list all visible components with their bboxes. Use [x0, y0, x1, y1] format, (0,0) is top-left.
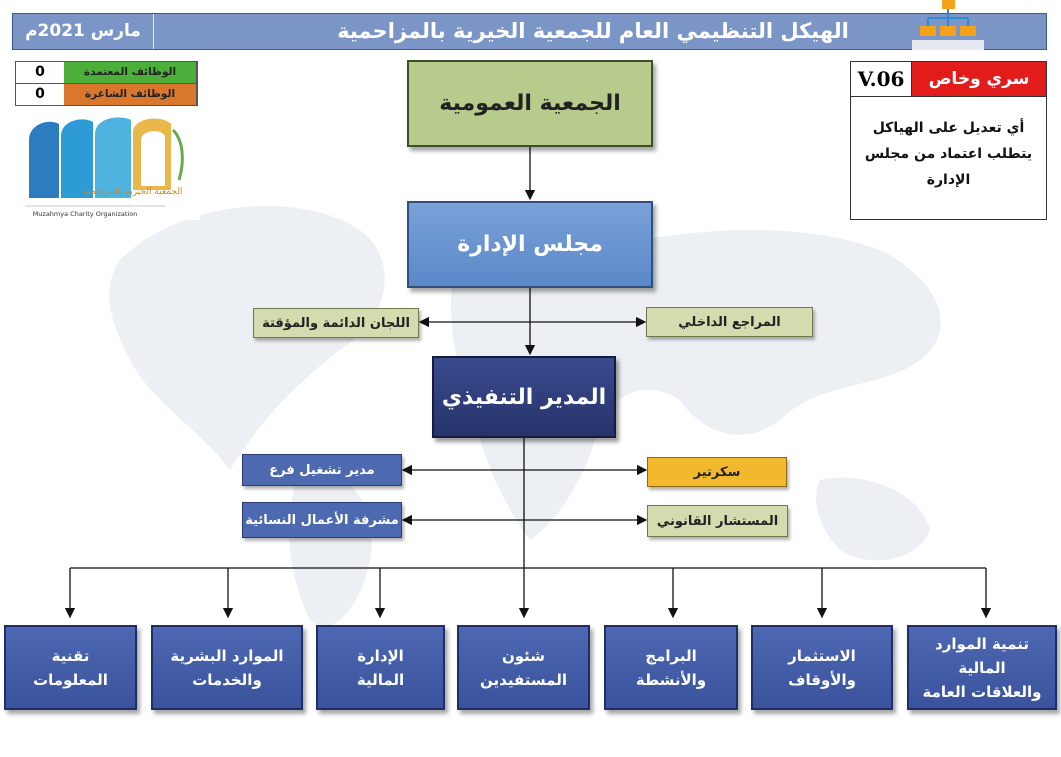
node-women-supervisor[interactable]: مشرفة الأعمال النسائية [242, 502, 402, 538]
page-title: الهيكل التنظيمي العام للجمعية الخيرية با… [337, 19, 849, 43]
version-note: أي تعديل على الهياكل يتطلب اعتماد من مجل… [864, 120, 1033, 188]
legend-approved: 0 الوظائف المعتمدة [16, 62, 197, 84]
node-internal-auditor[interactable]: المراجع الداخلي [646, 307, 813, 337]
legend-approved-value: 0 [35, 64, 45, 80]
dept-investment[interactable]: الاستثمار والأوقاف [751, 625, 893, 710]
dept-finance[interactable]: الإدارة المالية [316, 625, 445, 710]
node-legal-advisor[interactable]: المستشار القانوني [647, 505, 788, 537]
legend-approved-label: الوظائف المعتمدة [64, 62, 197, 83]
dept-beneficiaries[interactable]: شئون المستفيدين [457, 625, 590, 710]
node-branch-manager[interactable]: مدير تشغيل فرع [242, 454, 402, 486]
dept-programs[interactable]: البرامج والأنشطة [604, 625, 738, 710]
dept-it[interactable]: تقنية المعلومات [4, 625, 137, 710]
positions-legend: 0 الوظائف المعتمدة 0 الوظائف الشاغرة [15, 61, 198, 106]
version-box: V.06 سري وخاص أي تعديل على الهياكل يتطلب… [850, 61, 1047, 220]
logo-name-en: Muzahmya Charity Organization [33, 210, 138, 218]
dept-resource-development[interactable]: تنمية الموارد المالية والعلاقات العامة [907, 625, 1057, 710]
legend-vacant: 0 الوظائف الشاغرة [16, 84, 197, 105]
header-bar: مارس 2021م الهيكل التنظيمي العام للجمعية… [12, 13, 1047, 50]
version-number: V.06 [851, 62, 912, 96]
node-ceo[interactable]: المدير التنفيذي [432, 356, 616, 438]
node-general-assembly[interactable]: الجمعية العمومية [407, 60, 653, 147]
legend-vacant-label: الوظائف الشاغرة [64, 84, 197, 105]
dept-hr-services[interactable]: الموارد البشرية والخدمات [151, 625, 303, 710]
node-committees[interactable]: اللجان الدائمة والمؤقتة [253, 308, 419, 338]
node-secretary[interactable]: سكرتير [647, 457, 787, 487]
logo-name-ar: الجمعية الخيرية بالمزاحمية [84, 187, 183, 197]
node-board[interactable]: مجلس الإدارة [407, 201, 653, 288]
classification-label: سري وخاص [912, 62, 1046, 96]
legend-vacant-value: 0 [35, 86, 45, 102]
organization-logo: الجمعية الخيرية بالمزاحمية Muzahmya Char… [15, 110, 200, 220]
org-chart-icon [912, 0, 984, 50]
header-date: مارس 2021م [13, 14, 154, 49]
